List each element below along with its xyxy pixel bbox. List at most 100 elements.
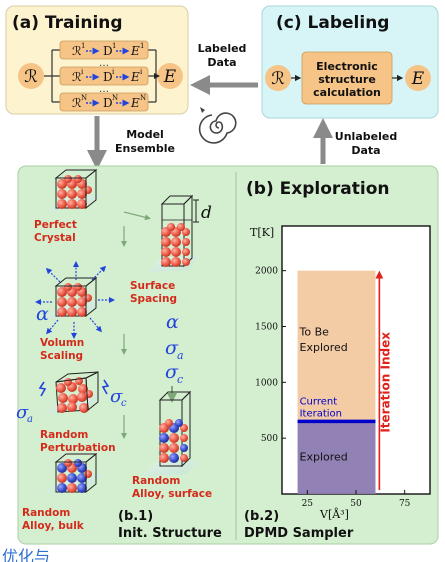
svg-text:a: a [177,349,184,362]
unlabeled-data-arrow: Unlabeled Data [313,118,397,164]
to-be-explored-label: Explored [300,341,348,354]
svg-text:E: E [411,69,425,89]
alpha-symbol-volume: α [36,303,49,325]
training-row-n: ℛ N D N E N [59,92,149,112]
labeled-data-arrow: Labeled Data [190,42,258,95]
svg-text:N: N [81,94,87,102]
svg-text:Model: Model [126,128,164,141]
iteration-index-label: Iteration Index [378,332,392,433]
svg-text:σ: σ [110,386,123,407]
svg-text:D: D [103,44,113,58]
random-perturbation-cube [38,371,110,414]
svg-text:E: E [130,96,140,110]
training-r-node [18,63,44,89]
training-title: (a) Training [12,13,123,33]
svg-text:1: 1 [140,42,144,50]
svg-text:c: c [177,373,183,386]
svg-text:i: i [112,68,115,76]
explored-label: Explored [300,451,348,464]
svg-text:Random: Random [132,475,180,487]
svg-text:D: D [103,70,113,84]
svg-text:Data: Data [351,144,380,157]
svg-text:c: c [121,398,127,409]
chart-x-tick-label: 50 [350,499,362,509]
parameter-stack: α σ a σ c [165,311,184,403]
labeling-panel: (c) Labeling ℛ Electronic structure calc… [261,5,439,119]
svg-text:ℛ: ℛ [72,44,82,58]
labeling-title: (c) Labeling [276,13,389,33]
random-alloy-surface-column [142,390,200,476]
chart-region-explored [297,421,376,494]
svg-text:Unlabeled: Unlabeled [335,130,397,143]
svg-text:Labeled: Labeled [198,42,247,55]
svg-text:a: a [27,414,33,425]
footer-fragment: 优化与 [2,547,50,562]
model-ensemble-arrow: Model Ensemble [87,116,175,170]
labeling-e-node [405,65,431,91]
svg-text:σ: σ [16,402,29,423]
chart-y-tick-label: 2000 [255,267,278,277]
surface-spacing-column [148,194,200,272]
spacing-d-symbol: d [201,203,212,223]
iteration-spiral-icon [198,112,237,144]
svg-text:Surface: Surface [130,280,175,292]
chart-x-axis-label: V[Å³] [319,507,349,521]
svg-text:Alloy, bulk: Alloy, bulk [22,520,85,532]
svg-text:σ: σ [165,361,179,383]
exploration-title: (b) Exploration [246,179,389,199]
chart-x-tick-label: 75 [399,499,411,509]
random-alloy-bulk-cube [44,452,104,494]
svg-text:N: N [140,94,146,102]
svg-text:E: E [130,70,140,84]
chart-y-tick-label: 500 [261,434,278,444]
svg-text:Perfect: Perfect [34,219,77,231]
current-iteration-label: Iteration [300,408,342,419]
chart-y-axis-label: T[K] [250,226,274,239]
b1-flow-arrows [121,211,151,439]
svg-text:1: 1 [112,42,116,50]
svg-text:calculation: calculation [313,86,381,99]
training-dots-2: … [99,84,109,95]
svg-text:σ: σ [165,337,179,359]
training-dots-1: … [99,58,109,69]
svg-text:ℛ: ℛ [271,69,285,89]
svg-text:Random: Random [22,507,70,519]
svg-text:Scaling: Scaling [40,350,83,362]
svg-text:Data: Data [207,56,236,69]
b1-label-text: Init. Structure [118,526,222,541]
svg-text:E: E [130,44,140,58]
svg-text:Ensemble: Ensemble [115,142,175,155]
b1-label-index: (b.1) [118,509,153,524]
svg-text:D: D [103,96,113,110]
training-row-1: ℛ 1 D 1 E 1 [59,40,149,60]
b2-label-text: DPMD Sampler [244,526,354,541]
chart-x-tick-label: 25 [302,499,314,509]
perfect-crystal-cube [46,168,104,212]
b2-label-index: (b.2) [244,509,279,524]
svg-text:ℛ: ℛ [72,70,82,84]
training-row-i: ℛ i D i E i [59,66,149,86]
svg-text:Crystal: Crystal [34,232,76,244]
svg-text:Alloy, surface: Alloy, surface [132,488,212,500]
svg-text:N: N [112,94,118,102]
svg-text:Electronic: Electronic [316,60,378,73]
svg-text:i: i [140,68,143,76]
chart-y-tick-label: 1500 [255,323,278,333]
training-panel: (a) Training ℛ E ℛ 1 D 1 E 1 … ℛ i [5,5,189,115]
to-be-explored-label: To Be [299,325,330,338]
svg-text:α: α [166,311,179,333]
training-r-symbol: ℛ [24,67,38,87]
svg-text:structure: structure [318,73,376,86]
svg-text:Random: Random [40,429,88,441]
svg-text:i: i [81,68,84,76]
chart-region-to-be-explored [297,270,376,422]
labeling-r-node [265,65,291,91]
svg-text:Volumn: Volumn [40,337,84,349]
chart-y-tick-label: 1000 [255,378,278,388]
svg-text:ℛ: ℛ [72,96,82,110]
svg-text:1: 1 [81,42,85,50]
training-e-symbol: E [163,67,177,87]
current-iteration-label: Current [300,396,338,407]
svg-text:Spacing: Spacing [130,293,177,305]
